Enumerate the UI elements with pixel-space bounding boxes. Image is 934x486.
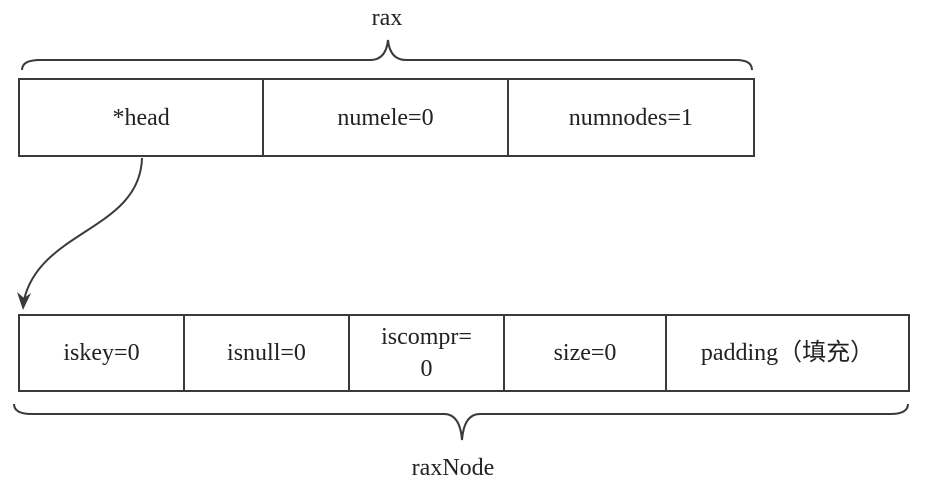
raxnode-field-isnull: isnull=0 bbox=[185, 316, 350, 390]
head-pointer-arrow bbox=[23, 157, 143, 301]
raxnode-field-iskey: iskey=0 bbox=[20, 316, 185, 390]
raxnode-title: raxNode bbox=[411, 455, 495, 481]
rax-field-numele: numele=0 bbox=[264, 80, 509, 155]
raxnode-field-iscompr-label: iscompr= 0 bbox=[381, 324, 472, 382]
raxnode-field-padding: padding（填充） bbox=[700, 340, 875, 366]
raxnode-struct: iskey=0 isnull=0 iscompr= 0 size=0 paddi… bbox=[18, 314, 910, 392]
rax-field-head: *head bbox=[20, 80, 265, 155]
raxnode-brace bbox=[13, 403, 909, 441]
raxnode-field-size: size=0 bbox=[505, 316, 667, 390]
head-pointer-arrowhead bbox=[17, 292, 31, 310]
rax-title: rax bbox=[371, 5, 403, 31]
rax-struct: *head numele=0 numnodes=1 bbox=[18, 78, 755, 157]
rax-field-numnodes: numnodes=1 bbox=[568, 104, 693, 131]
raxnode-field-iscompr: iscompr= 0 bbox=[350, 316, 505, 390]
rax-brace bbox=[21, 39, 753, 71]
